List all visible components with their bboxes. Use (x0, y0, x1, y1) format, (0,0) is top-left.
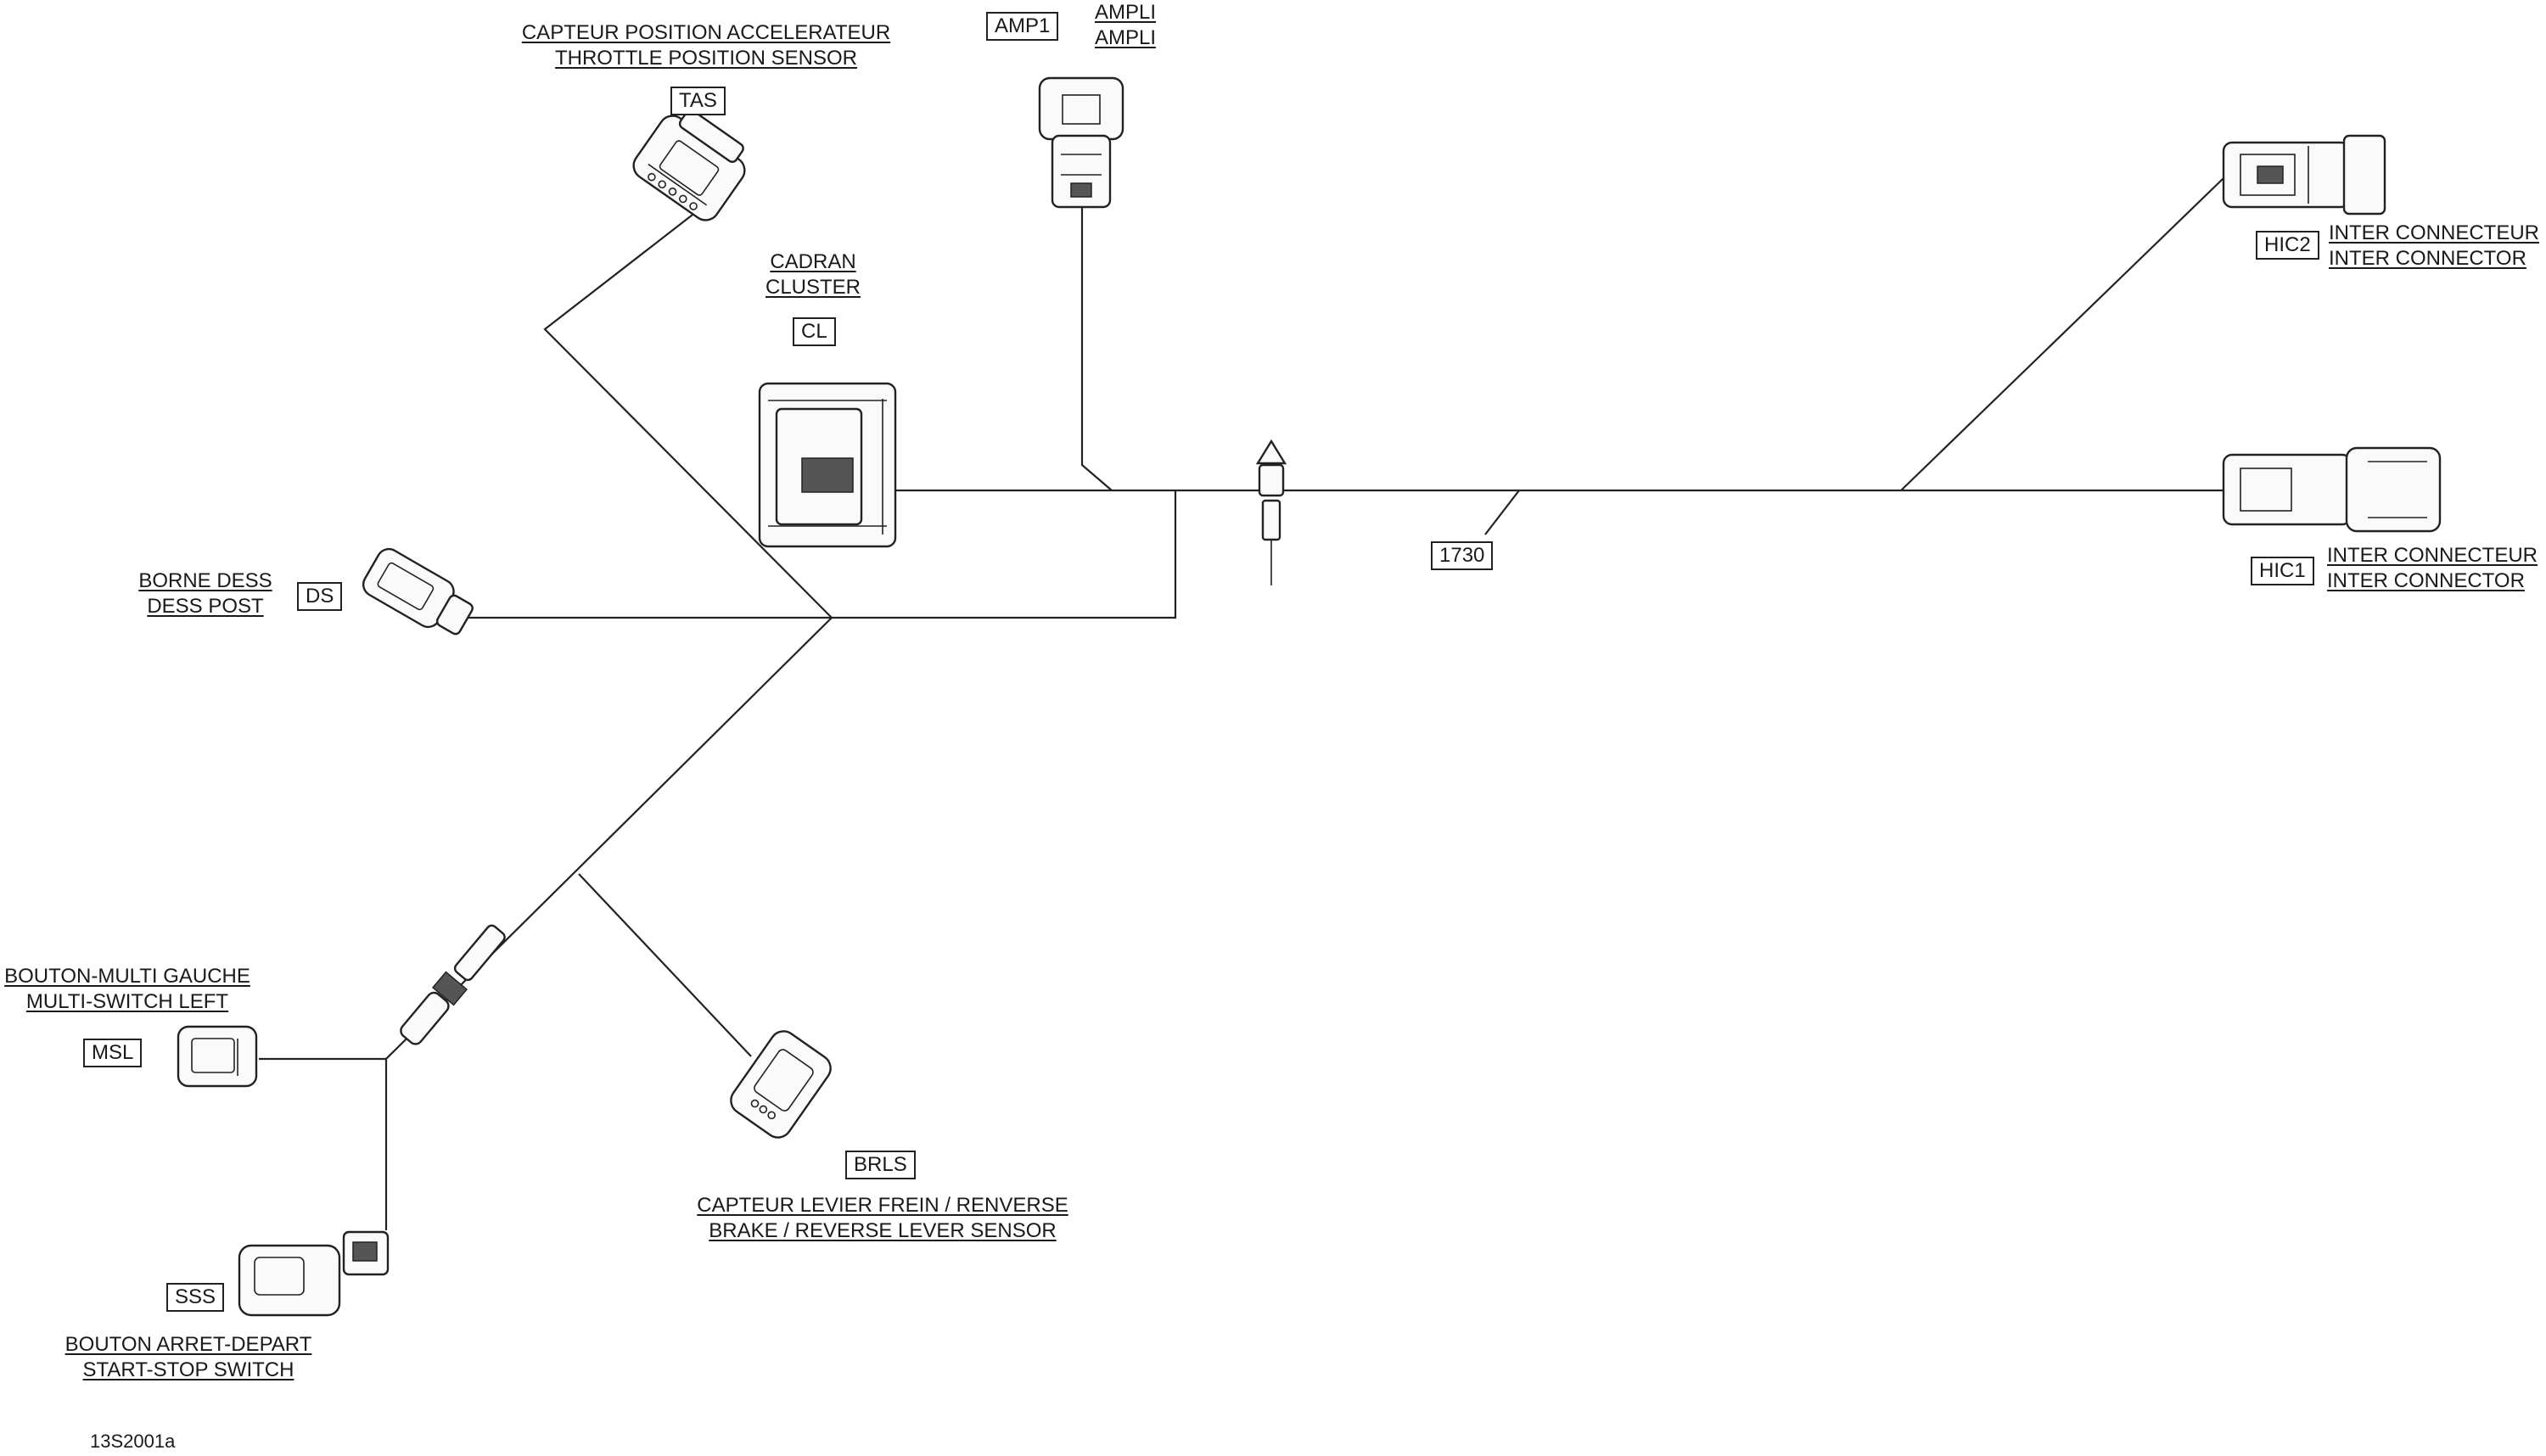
msl-label-en: MULTI-SWITCH LEFT (25, 990, 229, 1013)
brls-label-en: BRAKE / REVERSE LEVER SENSOR (709, 1219, 1057, 1242)
amp1-label-en: AMPLI (1095, 26, 1157, 49)
ds-label-fr: BORNE DESS (138, 569, 272, 592)
cl-code-box: CL (793, 317, 836, 346)
lower-clip-drawing (400, 924, 506, 1045)
tas-label-en: THROTTLE POSITION SENSOR (554, 47, 858, 70)
hic2-branch-wire (1900, 177, 2224, 491)
lower-trunk-wire (384, 617, 833, 1230)
ds-label: BORNE DESS DESS POST (138, 568, 272, 619)
cl-connector-drawing (758, 382, 897, 548)
hic1-connector-drawing (2222, 446, 2442, 533)
ds-branch-wire (463, 490, 1177, 619)
tas-label: CAPTEUR POSITION ACCELERATEUR THROTTLE P… (522, 20, 890, 71)
amp1-label-fr: AMPLI (1095, 1, 1157, 24)
amp1-code-box: AMP1 (986, 12, 1059, 41)
sss-label: BOUTON ARRET-DEPART START-STOP SWITCH (65, 1332, 312, 1383)
harness-clip-drawing (1255, 439, 1287, 585)
msl-label: BOUTON-MULTI GAUCHE MULTI-SWITCH LEFT (4, 964, 250, 1015)
hic2-label: INTER CONNECTEUR INTER CONNECTOR (2329, 221, 2539, 272)
hic2-label-en: INTER CONNECTOR (2329, 247, 2526, 270)
tas-code-box: TAS (670, 87, 726, 115)
cl-label-fr: CADRAN (770, 250, 856, 273)
tas-branch-wire (543, 211, 833, 619)
cl-label-en: CLUSTER (765, 276, 861, 299)
hic1-label: INTER CONNECTEUR INTER CONNECTOR (2327, 543, 2538, 594)
sss-label-en: START-STOP SWITCH (82, 1358, 294, 1381)
tas-label-fr: CAPTEUR POSITION ACCELERATEUR (521, 21, 891, 44)
brls-label-fr: CAPTEUR LEVIER FREIN / RENVERSE (697, 1194, 1068, 1217)
hic1-code-box: HIC1 (2251, 557, 2314, 585)
cl-label: CADRAN CLUSTER (765, 249, 861, 300)
amp1-label: AMPLI AMPLI (1095, 0, 1156, 51)
brls-connector-drawing (730, 1030, 832, 1139)
harness-wires (259, 177, 2224, 1230)
amp1-branch-wire (1080, 204, 1113, 491)
hic1-label-fr: INTER CONNECTEUR (2327, 544, 2538, 567)
sss-label-fr: BOUTON ARRET-DEPART (64, 1333, 312, 1356)
sss-connector-drawing (238, 1230, 390, 1317)
hic2-code-box: HIC2 (2256, 231, 2319, 260)
ds-connector-drawing (362, 547, 474, 636)
brls-label: CAPTEUR LEVIER FREIN / RENVERSE BRAKE / … (697, 1193, 1068, 1244)
tas-connector-drawing (632, 109, 746, 221)
ds-code-box: DS (297, 582, 343, 611)
sss-code-box: SSS (166, 1283, 225, 1312)
wire-ref-box: 1730 (1431, 541, 1494, 570)
msl-label-fr: BOUTON-MULTI GAUCHE (4, 965, 250, 988)
brls-code-box: BRLS (845, 1151, 916, 1179)
brls-branch-wire (578, 873, 752, 1057)
hic2-connector-drawing (2222, 134, 2386, 216)
ds-label-en: DESS POST (147, 595, 264, 618)
msl-connector-drawing (177, 1025, 258, 1088)
wire-ref-leader (1484, 490, 1520, 535)
amp1-connector-drawing (1038, 76, 1124, 209)
hic1-label-en: INTER CONNECTOR (2327, 569, 2525, 592)
msl-code-box: MSL (83, 1039, 143, 1067)
figure-id: 13S2001a (90, 1431, 176, 1452)
hic2-label-fr: INTER CONNECTEUR (2329, 221, 2540, 244)
